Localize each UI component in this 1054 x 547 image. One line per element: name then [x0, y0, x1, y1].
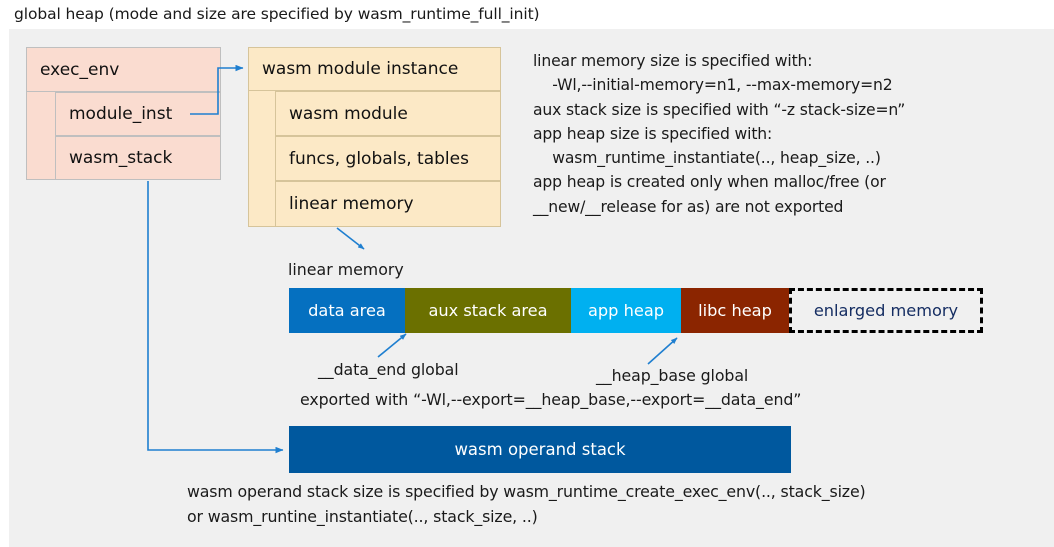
linear-memory-caption: linear memory — [288, 260, 404, 279]
module-inst-label: module_inst — [69, 104, 173, 124]
exec-env-label: exec_env — [40, 59, 120, 80]
memory-segment-enlarged-memory: enlarged memory — [789, 288, 983, 333]
funcs-globals-tables-label: funcs, globals, tables — [289, 148, 469, 169]
memory-segment-label: app heap — [587, 301, 665, 320]
memory-segment-app-heap: app heap — [571, 288, 681, 333]
data-end-annotation: __data_end global — [318, 360, 459, 379]
wasm-operand-stack-box: wasm operand stack — [289, 426, 791, 473]
memory-segment-label: libc heap — [698, 301, 772, 320]
memory-segment-data-area: data area — [289, 288, 405, 333]
memory-segment-label: enlarged memory — [813, 301, 959, 320]
wasm-module-label: wasm module — [289, 103, 408, 124]
memory-segment-aux-stack-area: aux stack area — [405, 288, 571, 333]
module-instance-field-linear-memory: linear memory — [275, 181, 501, 227]
wasm-stack-label: wasm_stack — [69, 148, 173, 168]
page-title: global heap (mode and size are specified… — [14, 5, 540, 23]
module-instance-field-funcs-globals-tables: funcs, globals, tables — [275, 136, 501, 181]
memory-segment-libc-heap: libc heap — [681, 288, 789, 333]
module-instance-field-wasm-module: wasm module — [275, 91, 501, 136]
memory-segment-label: aux stack area — [428, 301, 548, 320]
linear-memory-field-label: linear memory — [289, 194, 414, 214]
exec-env-field-wasm-stack: wasm_stack — [55, 136, 221, 180]
exec-env-field-module-inst: module_inst — [55, 92, 221, 136]
wasm-operand-stack-label: wasm operand stack — [454, 440, 626, 459]
memory-segment-label: data area — [308, 301, 386, 320]
heap-base-annotation: __heap_base global — [596, 366, 749, 385]
module-instance-label: wasm module instance — [262, 59, 459, 79]
linear-memory-notes: linear memory size is specified with: -W… — [533, 52, 906, 216]
operand-stack-notes: wasm operand stack size is specified by … — [187, 482, 866, 526]
module-instance-header: wasm module instance — [248, 47, 501, 91]
exec-env-header: exec_env — [26, 47, 221, 92]
linear-memory-bar: data area aux stack area app heap libc h… — [289, 288, 983, 333]
exported-with-annotation: exported with “-Wl,--export=__heap_base,… — [300, 390, 802, 409]
